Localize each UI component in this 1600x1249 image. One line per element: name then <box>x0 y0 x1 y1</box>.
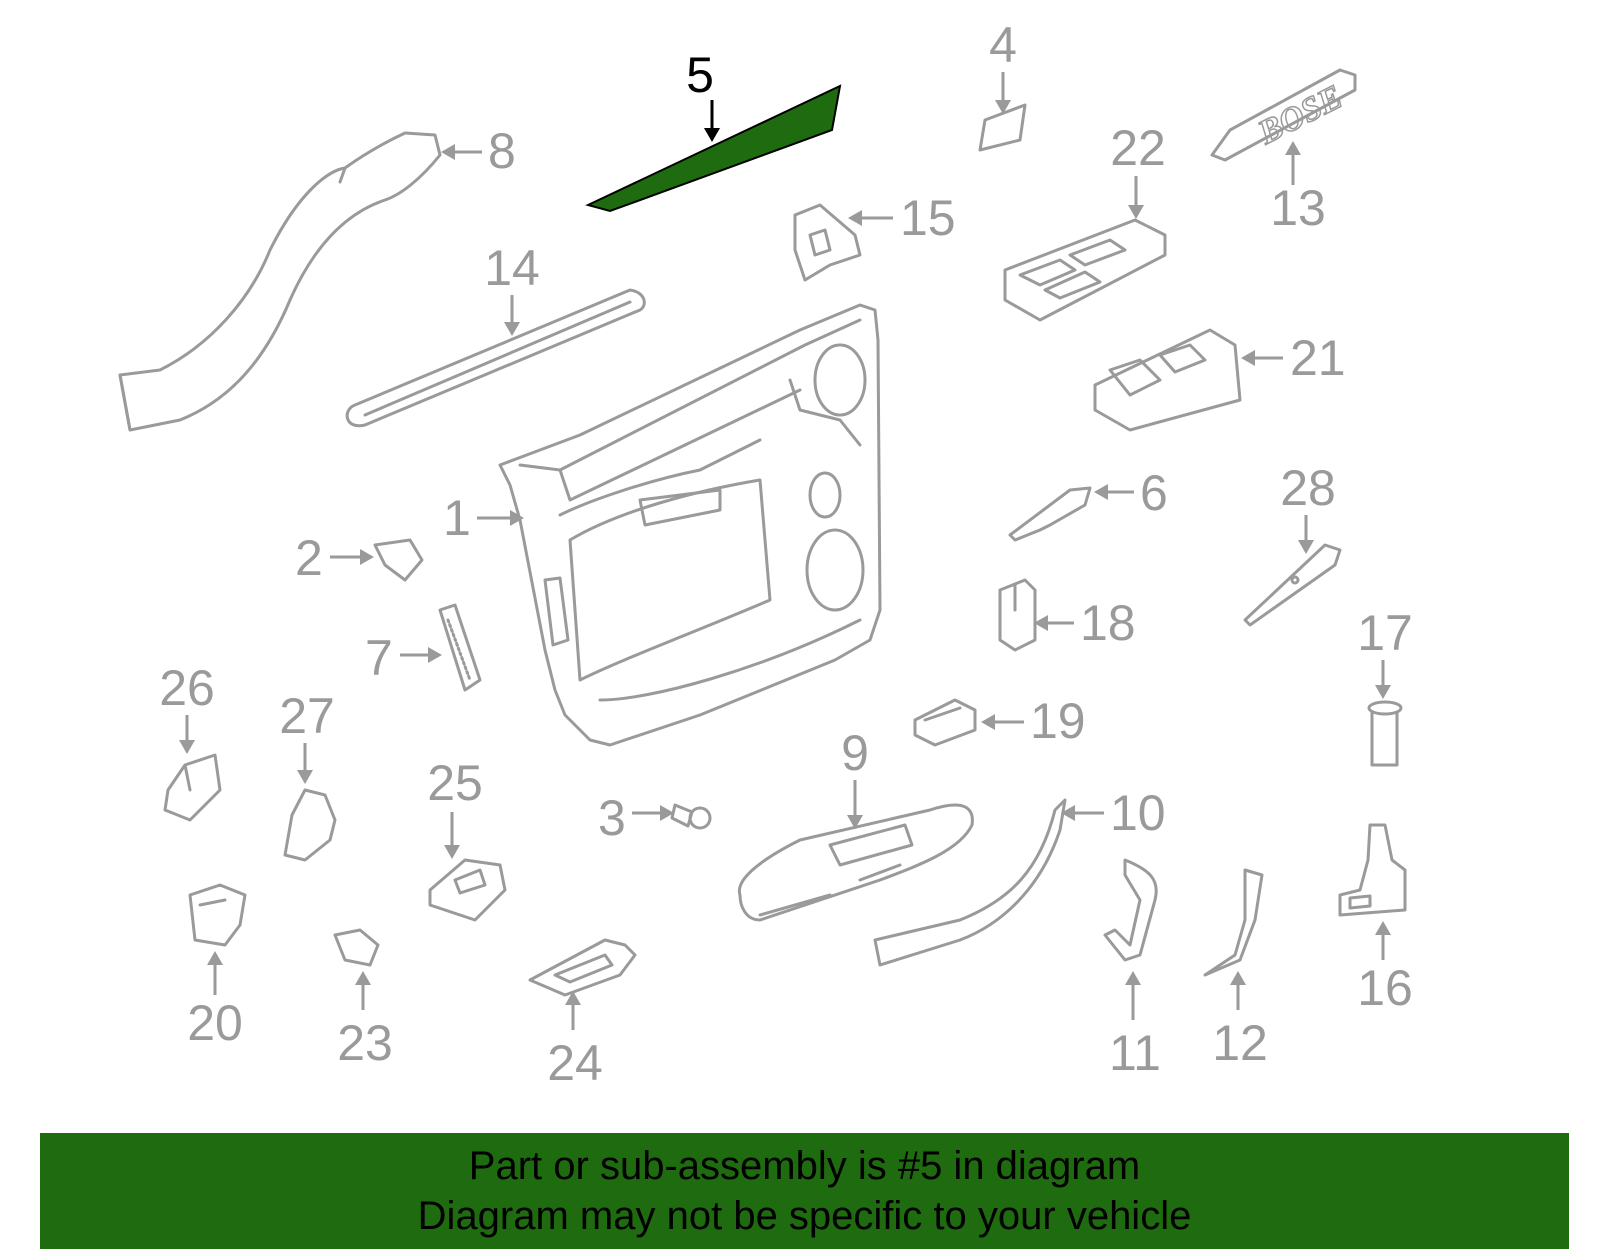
callout-7: 7 <box>365 630 442 686</box>
part-13-badge-text: BOSE <box>1252 78 1349 152</box>
callout-3: 3 <box>598 790 674 846</box>
callout-label-12: 12 <box>1212 1015 1268 1071</box>
part-21-switch[interactable] <box>1093 328 1242 432</box>
part-14-strip[interactable] <box>345 288 646 428</box>
part-7-grille[interactable] <box>438 603 482 692</box>
callout-label-28: 28 <box>1280 460 1336 516</box>
callout-label-26: 26 <box>159 660 215 716</box>
callout-24: 24 <box>547 991 603 1091</box>
part-5-trim-strip[interactable] <box>585 84 842 213</box>
part-27-switch[interactable] <box>283 788 337 862</box>
callout-6: 6 <box>1094 465 1168 521</box>
callout-18: 18 <box>1034 595 1136 651</box>
callout-label-6: 6 <box>1140 465 1168 521</box>
part-9-armrest[interactable] <box>737 803 974 922</box>
callout-19: 19 <box>981 693 1086 749</box>
callout-label-9: 9 <box>841 725 869 781</box>
part-24-bezel[interactable] <box>528 938 637 997</box>
part-8-trim[interactable] <box>118 131 442 432</box>
callout-label-8: 8 <box>488 123 516 179</box>
part-28-trim[interactable] <box>1243 543 1342 627</box>
callout-label-24: 24 <box>547 1035 603 1091</box>
callout-14: 14 <box>484 240 540 336</box>
banner-line-2: Diagram may not be specific to your vehi… <box>417 1194 1192 1238</box>
callout-label-11: 11 <box>1109 1025 1161 1081</box>
part-26-switch[interactable] <box>163 753 222 822</box>
part-10-strip[interactable] <box>873 798 1067 967</box>
part-22-switch-bezel[interactable] <box>1003 218 1167 322</box>
callout-label-22: 22 <box>1110 120 1166 176</box>
part-8-end <box>118 373 132 432</box>
callout-10: 10 <box>1061 785 1166 841</box>
callout-1: 1 <box>443 490 524 546</box>
part-3-screw[interactable] <box>670 803 712 830</box>
part-4-pad[interactable] <box>978 103 1027 152</box>
callout-label-15: 15 <box>900 190 956 246</box>
callout-8: 8 <box>441 123 516 179</box>
part-6-handle[interactable] <box>1008 486 1092 542</box>
callout-25: 25 <box>427 755 483 859</box>
part-1-door-panel[interactable] <box>498 303 882 747</box>
info-banner: Part or sub-assembly is #5 in diagram Di… <box>40 1133 1569 1249</box>
part-11-bracket[interactable] <box>1103 858 1158 962</box>
banner-line-1: Part or sub-assembly is #5 in diagram <box>468 1144 1141 1188</box>
part-19-lamp[interactable] <box>913 698 977 747</box>
callout-2: 2 <box>295 530 374 586</box>
part-13-badge[interactable]: BOSE <box>1210 68 1357 162</box>
callout-4: 4 <box>989 17 1017 114</box>
callout-27: 27 <box>279 688 335 784</box>
callout-23: 23 <box>337 971 393 1071</box>
callout-9: 9 <box>841 725 869 829</box>
callout-label-5: 5 <box>686 47 714 103</box>
callout-label-10: 10 <box>1110 785 1166 841</box>
part-23-clip[interactable] <box>333 928 380 967</box>
callout-label-14: 14 <box>484 240 540 296</box>
callout-11: 11 <box>1109 971 1161 1081</box>
part-18-switch[interactable] <box>998 578 1037 652</box>
callout-label-18: 18 <box>1080 595 1136 651</box>
callout-15: 15 <box>848 190 956 246</box>
callout-26: 26 <box>159 660 215 754</box>
callout-label-16: 16 <box>1357 960 1413 1016</box>
callout-13: 13 <box>1270 141 1326 236</box>
callout-20: 20 <box>187 951 243 1051</box>
part-15-bracket[interactable] <box>793 203 862 282</box>
part-20-switch[interactable] <box>188 883 247 947</box>
callout-12: 12 <box>1212 971 1268 1071</box>
callout-label-3: 3 <box>598 790 626 846</box>
callout-label-20: 20 <box>187 995 243 1051</box>
callout-label-13: 13 <box>1270 180 1326 236</box>
callout-17: 17 <box>1357 605 1413 699</box>
callout-5: 5 <box>686 47 720 142</box>
callout-label-1: 1 <box>443 490 471 546</box>
callout-label-17: 17 <box>1357 605 1413 661</box>
callout-label-4: 4 <box>989 17 1017 73</box>
callout-21: 21 <box>1241 330 1346 386</box>
callout-label-25: 25 <box>427 755 483 811</box>
part-25-module[interactable] <box>428 858 507 922</box>
part-16-actuator[interactable] <box>1338 823 1407 917</box>
part-2-clip[interactable] <box>373 538 424 582</box>
callout-22: 22 <box>1110 120 1166 219</box>
part-12-bracket[interactable] <box>1203 868 1264 977</box>
part-17-plug[interactable] <box>1367 700 1403 767</box>
callout-16: 16 <box>1357 921 1413 1016</box>
callout-label-2: 2 <box>295 530 323 586</box>
callout-label-7: 7 <box>365 630 393 686</box>
callout-label-27: 27 <box>279 688 335 744</box>
callout-28: 28 <box>1280 460 1336 554</box>
callout-label-23: 23 <box>337 1015 393 1071</box>
parts-diagram: BOSE <box>118 17 1413 1091</box>
callout-label-21: 21 <box>1290 330 1346 386</box>
callout-label-19: 19 <box>1030 693 1086 749</box>
